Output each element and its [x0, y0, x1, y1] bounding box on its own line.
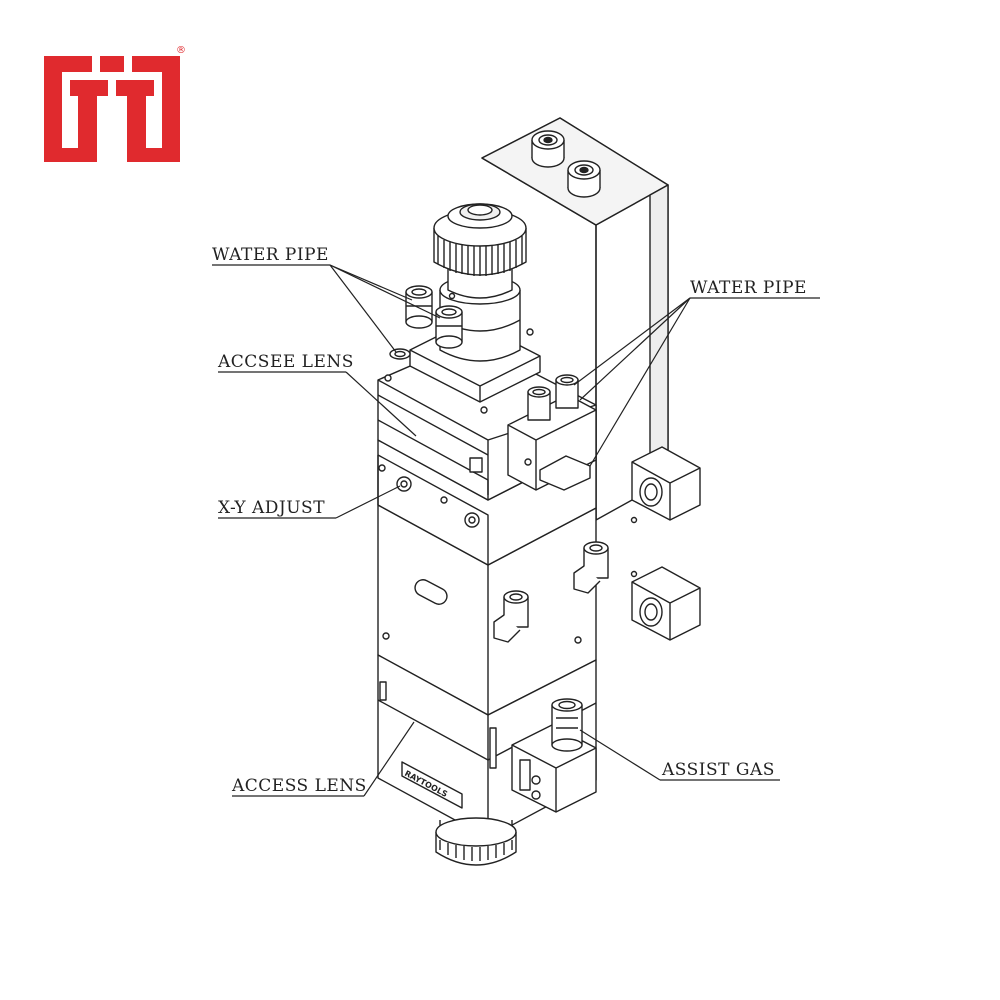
leader-water-pipe-left-2 — [329, 264, 441, 319]
logo-right-piece — [132, 56, 180, 162]
water-fitting-left-2 — [435, 305, 463, 349]
right-water-block — [507, 374, 597, 491]
leader-assist-gas — [579, 729, 661, 781]
cutting-head-drawing: RAYTOOLS — [377, 117, 701, 866]
label-assist-gas: ASSIST GAS — [661, 760, 775, 780]
elbow-fitting-1 — [493, 590, 529, 643]
brand-logo: ® — [44, 45, 186, 162]
leader-access-lens — [363, 721, 415, 797]
leader-water-pipe-right-3 — [589, 297, 691, 467]
water-fitting-left-1 — [405, 285, 433, 329]
elbow-fitting-2 — [573, 541, 609, 594]
top-connector-1 — [531, 130, 565, 168]
mounting-lug-upper — [631, 446, 701, 521]
assist-gas-fitting — [511, 698, 597, 813]
label-access-lens: ACCESS LENS — [231, 776, 367, 796]
label-accsee-lens: ACCSEE LENS — [217, 352, 354, 372]
mounting-lug-lower — [631, 566, 701, 641]
callout-labels: WATER PIPE WATER PIPE ACCSEE LENS X-Y AD… — [212, 245, 807, 796]
logo-left-piece — [44, 56, 92, 162]
leader-water-pipe-right-2 — [579, 297, 691, 401]
leader-water-pipe-left-1 — [329, 264, 413, 301]
leader-xy-adjust — [335, 485, 401, 519]
logo-registered-mark: ® — [176, 45, 186, 56]
label-water-pipe-right: WATER PIPE — [690, 278, 807, 298]
label-xy-adjust: X-Y ADJUST — [218, 498, 325, 518]
leader-water-pipe-right-1 — [573, 297, 691, 386]
nozzle — [435, 817, 517, 866]
logo-right-t — [116, 80, 154, 162]
water-fitting-left-3 — [389, 348, 411, 360]
top-connector-2 — [567, 160, 601, 198]
leader-accsee-lens — [345, 371, 417, 437]
leader-water-pipe-left-3 — [329, 264, 397, 353]
logo-left-t — [70, 80, 108, 162]
xy-adjust-block — [377, 439, 597, 566]
label-water-pipe-left: WATER PIPE — [212, 245, 329, 265]
logo-top-bar — [100, 56, 124, 72]
callout-lines — [212, 264, 820, 797]
